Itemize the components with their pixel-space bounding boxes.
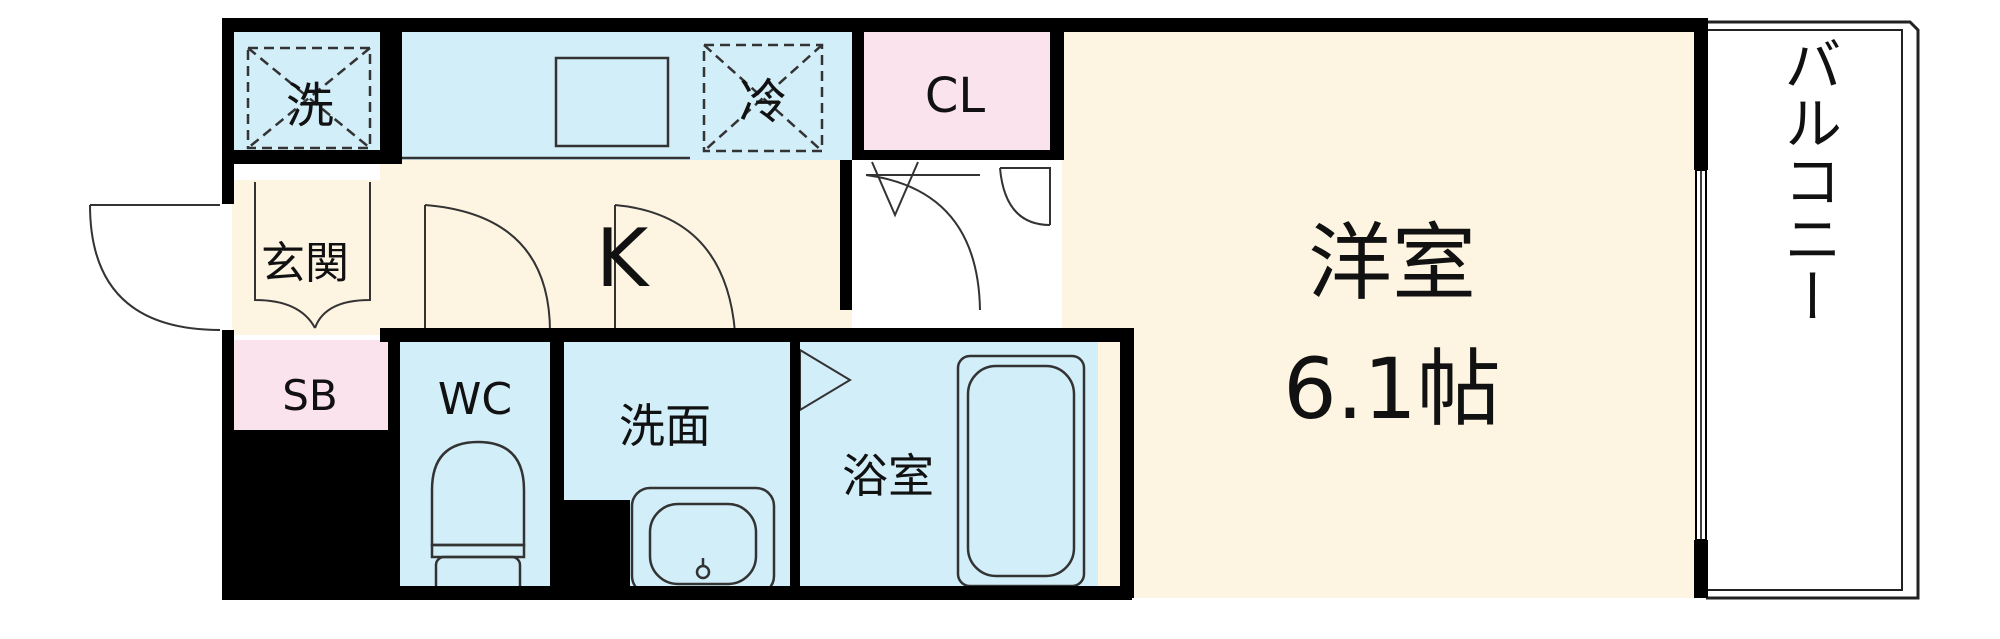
wall-laundry-right (380, 18, 402, 160)
wall-bottom (222, 586, 1132, 600)
laundry-pan (246, 46, 372, 150)
label-entrance: 玄関 (261, 238, 349, 289)
wall-wash-block (550, 500, 630, 598)
wall-room-left (1120, 330, 1134, 598)
balcony-inner-rail (1706, 29, 1903, 591)
wall-closet-bottom (852, 150, 1052, 160)
wall-right (1694, 18, 1708, 170)
room-fills (232, 30, 1700, 598)
label-kitchen: K (596, 212, 651, 305)
label-fridge: 冷 (739, 74, 787, 130)
fridge-fill (690, 30, 852, 160)
door-swing-icon (614, 204, 736, 333)
wall-mid-horizontal (380, 328, 1134, 342)
fixtures (246, 43, 1086, 597)
label-shoebox: SB (282, 371, 337, 420)
label-bathroom: 浴室 (842, 449, 934, 503)
wall-room-partition (840, 160, 852, 310)
label-closet: CL (925, 68, 986, 124)
wall-closet-right (1050, 18, 1064, 160)
western-room-fill (1062, 30, 1700, 598)
door-swing-icon (999, 167, 1051, 226)
kitchen-counter-fill (400, 30, 690, 160)
label-western-room: 洋室 (1308, 214, 1476, 312)
laundry-cross-1 (247, 47, 371, 149)
label-washroom: 洗面 (619, 399, 711, 453)
fridge-cross-2 (703, 44, 823, 152)
laundry-fill (232, 30, 380, 160)
wall-bath-left (790, 340, 800, 598)
window (1695, 169, 1707, 541)
wall-left-upper (222, 18, 234, 204)
bathroom-fill (798, 340, 1098, 598)
wall-top (222, 18, 1706, 32)
entrance-fill (232, 180, 390, 335)
room-labels: 洗 冷 CL K 玄関 SB WC 洗面 浴室 洋室 6.1帖 バルコニー (261, 35, 1842, 503)
sink-icon (554, 56, 670, 148)
door-swing-icon (89, 204, 221, 331)
wall-laundry-bottom (222, 150, 402, 164)
fridge-cross-1 (703, 44, 823, 152)
wall-sb-base (222, 430, 390, 598)
door-swing-icon (254, 182, 371, 329)
walls (222, 18, 1708, 600)
wall-right-lower (1694, 540, 1708, 598)
wall-wc-left (388, 328, 400, 598)
balcony-outline (1706, 20, 1920, 600)
wall-closet-left (852, 18, 864, 160)
label-balcony: バルコニー (1774, 35, 1842, 325)
shoebox-fill (232, 340, 390, 430)
toilet-icon (430, 440, 526, 597)
label-western-room-size: 6.1帖 (1283, 340, 1501, 438)
door-swing-icon (871, 161, 919, 218)
balcony (1706, 20, 1920, 600)
door-swing-icon (424, 204, 551, 333)
label-toilet: WC (438, 374, 512, 425)
door-swing-icon (865, 174, 981, 311)
laundry-cross-2 (247, 47, 371, 149)
closet-fill (860, 30, 1050, 160)
label-laundry: 洗 (286, 78, 334, 134)
